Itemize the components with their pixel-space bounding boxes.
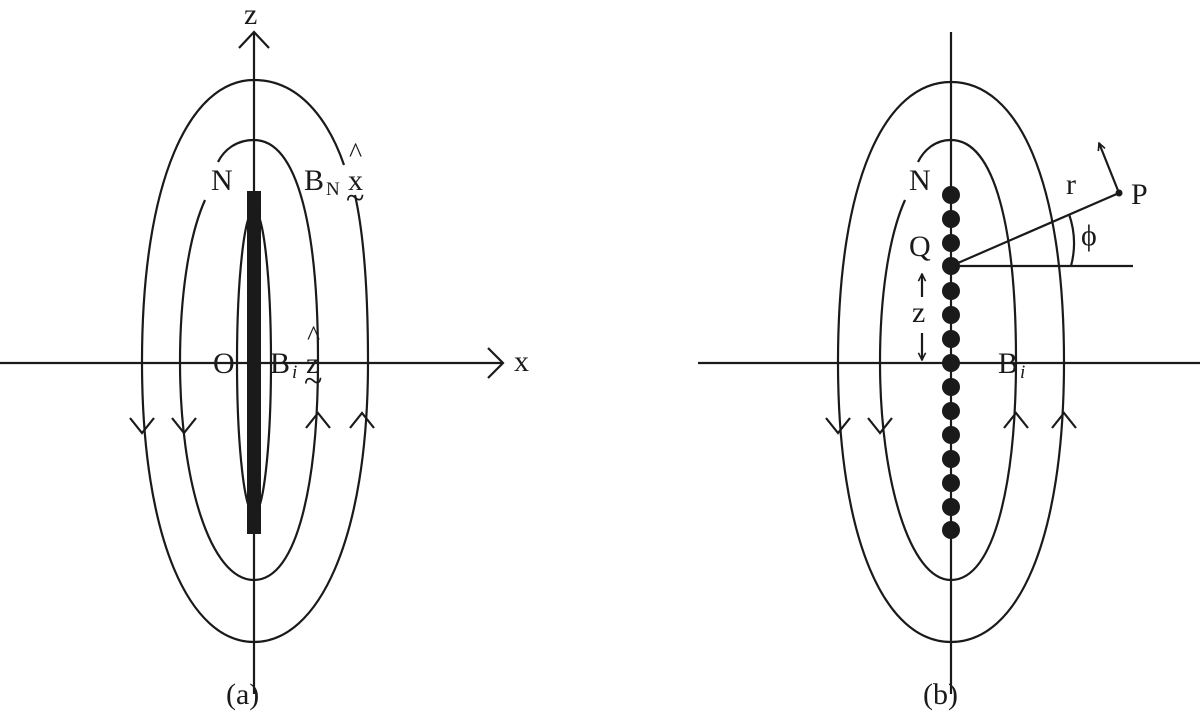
bn-base: B xyxy=(304,164,325,197)
panel-a-caption: (a) xyxy=(226,678,260,711)
panel-b-field-arrow-left-outer xyxy=(825,417,851,435)
panel-b-field-arrow-right-inner xyxy=(1003,411,1029,429)
bi-unit-vector: z xyxy=(306,347,320,380)
b-bi-subscript: i xyxy=(1020,362,1026,383)
panel-b-caption: (b) xyxy=(923,678,958,711)
bn-subscript: N xyxy=(326,179,340,200)
panel-b-point-p-label: P xyxy=(1131,178,1148,211)
panel-a-field-bi-label: B i z ^ ~ xyxy=(270,323,360,409)
panel-a-field-arrow-right-middle xyxy=(305,411,331,429)
dipole-dot xyxy=(942,234,960,252)
panel-a-x-axis-label: x xyxy=(514,345,529,378)
bn-unit-vector: x xyxy=(348,164,363,197)
dipole-dot xyxy=(942,186,960,204)
dipole-dot xyxy=(942,426,960,444)
panel-b xyxy=(698,32,1200,694)
bi-base: B xyxy=(270,347,291,380)
bn-tilde: ~ xyxy=(346,180,365,217)
panel-a-z-axis-arrowhead xyxy=(238,30,270,49)
panel-b-field-line-outer xyxy=(836,80,1066,644)
panel-b-field-bi-label: B i xyxy=(998,349,1058,389)
panel-a-field-bn-label: B N x ^ ~ xyxy=(304,140,394,226)
dipole-dot xyxy=(942,498,960,516)
dipole-dot xyxy=(942,330,960,348)
panel-a-field-arrow-left-outer xyxy=(129,417,155,435)
panel-b-line-q-to-p xyxy=(950,191,1120,268)
panel-a-field-line-outer xyxy=(140,78,370,644)
dipole-dot xyxy=(942,474,960,492)
panel-a-magnet-bar xyxy=(247,191,261,534)
bn-hat: ^ xyxy=(349,138,363,169)
dipole-dot xyxy=(942,402,960,420)
dipole-dot xyxy=(942,210,960,228)
panel-b-dipole-chain xyxy=(942,186,960,539)
dipole-dot xyxy=(942,378,960,396)
panel-a-pole-label: N xyxy=(211,164,233,197)
panel-b-height-label: z xyxy=(912,296,926,329)
panel-a-z-axis-label: z xyxy=(244,0,258,31)
panel-b-distance-label: r xyxy=(1066,168,1076,201)
panel-b-pole-label: N xyxy=(909,164,931,197)
bi-subscript: i xyxy=(292,362,298,383)
b-bi-base: B xyxy=(998,347,1019,380)
panel-a-field-arrow-right-outer xyxy=(349,411,375,429)
panel-a xyxy=(0,30,505,694)
dipole-dot xyxy=(942,521,960,539)
panel-a-field-arrow-left-middle xyxy=(171,417,197,435)
panel-b-angle-arc xyxy=(1067,213,1076,267)
panel-b-field-arrow-left-inner xyxy=(867,417,893,435)
panel-b-field-arrow-right-outer xyxy=(1051,411,1077,429)
dipole-dot xyxy=(942,282,960,300)
dipole-dot xyxy=(942,450,960,468)
panel-b-vector-at-p xyxy=(1099,143,1121,194)
panel-b-field-line-inner xyxy=(878,138,1018,582)
bi-hat: ^ xyxy=(307,321,321,352)
dipole-dot xyxy=(942,354,960,372)
panel-b-point-q-label: Q xyxy=(909,230,931,263)
panel-a-field-line-inner xyxy=(235,208,273,516)
panel-a-x-axis-arrowhead xyxy=(487,347,505,379)
panel-b-angle-label: ϕ xyxy=(1081,219,1097,252)
panel-a-origin-label: O xyxy=(213,347,235,380)
panel-a-field-line-middle xyxy=(178,138,320,582)
bi-tilde: ~ xyxy=(304,363,323,400)
dipole-dot xyxy=(942,306,960,324)
